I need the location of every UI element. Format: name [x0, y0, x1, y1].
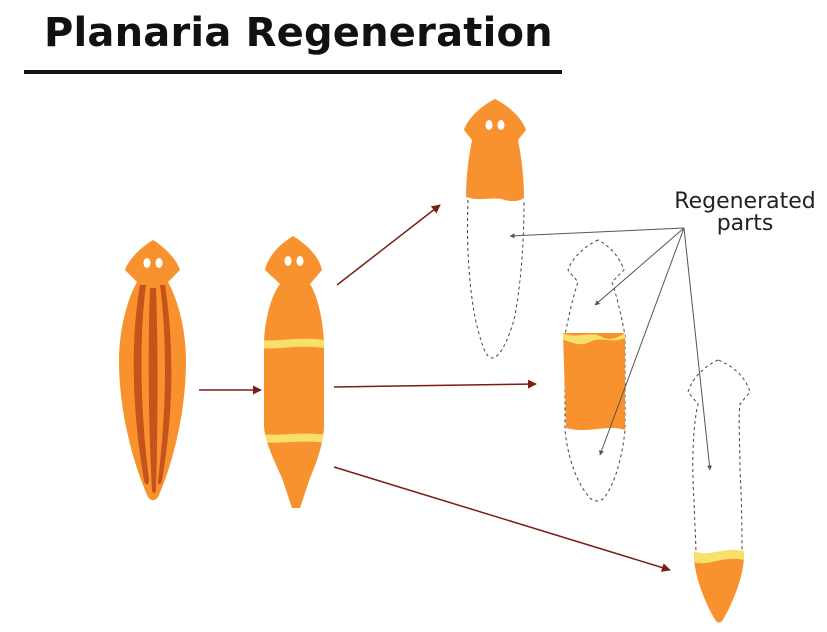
regenerated-outline [466, 199, 525, 359]
original-trunk-tissue [563, 333, 625, 430]
eyespot-right [155, 258, 163, 268]
original-head-tissue [464, 99, 526, 202]
arrow-to-head-fragment [336, 204, 441, 286]
eyespot-left [284, 256, 292, 266]
cut-planarian [264, 236, 324, 508]
wound-epidermis [563, 333, 625, 345]
eyespot-right [296, 256, 304, 266]
regenerated-outline [564, 239, 626, 502]
middle-fragment-regenerating [563, 239, 626, 502]
whole-planarian [119, 240, 186, 501]
regenerated-outline [687, 359, 751, 556]
wound-epidermis [694, 549, 744, 564]
worm-body [264, 236, 324, 508]
page-title: Planaria Regeneration [44, 10, 553, 56]
callout-label-line-1: Regenerated [674, 189, 815, 214]
arrow-to-tail-fragment [333, 466, 671, 572]
pointer-to-head-fragment [509, 227, 685, 239]
eyespot-right [497, 120, 505, 130]
cut-line-lower [264, 433, 324, 444]
gut-branch-center [148, 288, 158, 493]
pointer-to-middle-head [594, 227, 685, 306]
callout-label-line-2: parts [717, 211, 774, 236]
original-tail-tissue [694, 555, 744, 623]
arrow-to-middle-fragment [333, 379, 537, 389]
pointer-to-middle-tail [599, 227, 685, 456]
tail-fragment-regenerating [687, 359, 751, 623]
eyespot-left [143, 258, 151, 268]
gut-branch-right [157, 285, 172, 485]
head-fragment-regenerating [464, 99, 526, 359]
callout-pointers [509, 227, 713, 471]
cut-line-upper [264, 338, 324, 350]
eyespot-left [485, 120, 493, 130]
pointer-to-tail-fragment [683, 227, 713, 471]
title-underline [24, 70, 562, 74]
gut-branch-left [133, 285, 149, 485]
